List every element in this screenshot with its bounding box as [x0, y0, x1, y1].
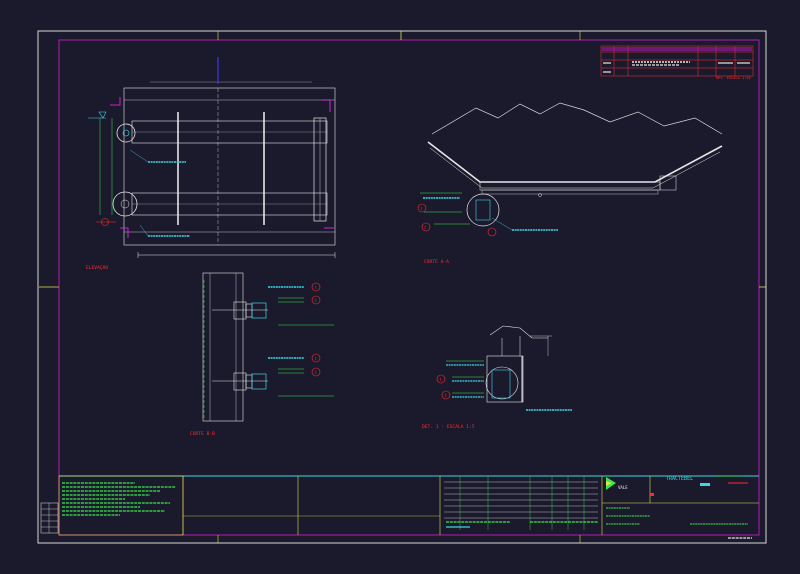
detail-1-view: [436, 325, 572, 411]
section-a-a-label: CORTE A-A: [424, 259, 449, 265]
sheet-frame: [37, 30, 767, 544]
callout-a-2: 2: [424, 226, 426, 230]
callout-a-1: 1: [420, 207, 422, 211]
callout-d-2: 2: [445, 394, 447, 398]
section-b-b-view: [202, 272, 334, 422]
callout-b-1b: 1: [315, 357, 317, 361]
vale-logo: VALE: [618, 485, 628, 490]
detail-1-label: DET. 1 - ESCALA 1:5: [422, 424, 475, 430]
callout-b-2b: 2: [315, 371, 317, 375]
callout-d-1: 1: [440, 378, 442, 382]
callout-b-2a: 2: [315, 299, 317, 303]
title-block: [40, 475, 759, 539]
section-a-a-view: [417, 102, 723, 237]
revision-table: [600, 45, 754, 77]
tractebel-logo: TRACTEBEL: [666, 476, 693, 482]
callout-b-1a: 1: [315, 286, 317, 290]
elevation-view: [88, 57, 336, 258]
section-b-b-label: CORTE B-B: [190, 431, 215, 437]
elevation-label: ELEVAÇÃO: [86, 264, 108, 271]
revision-note: REV. ESCALA 1:10: [716, 76, 751, 80]
